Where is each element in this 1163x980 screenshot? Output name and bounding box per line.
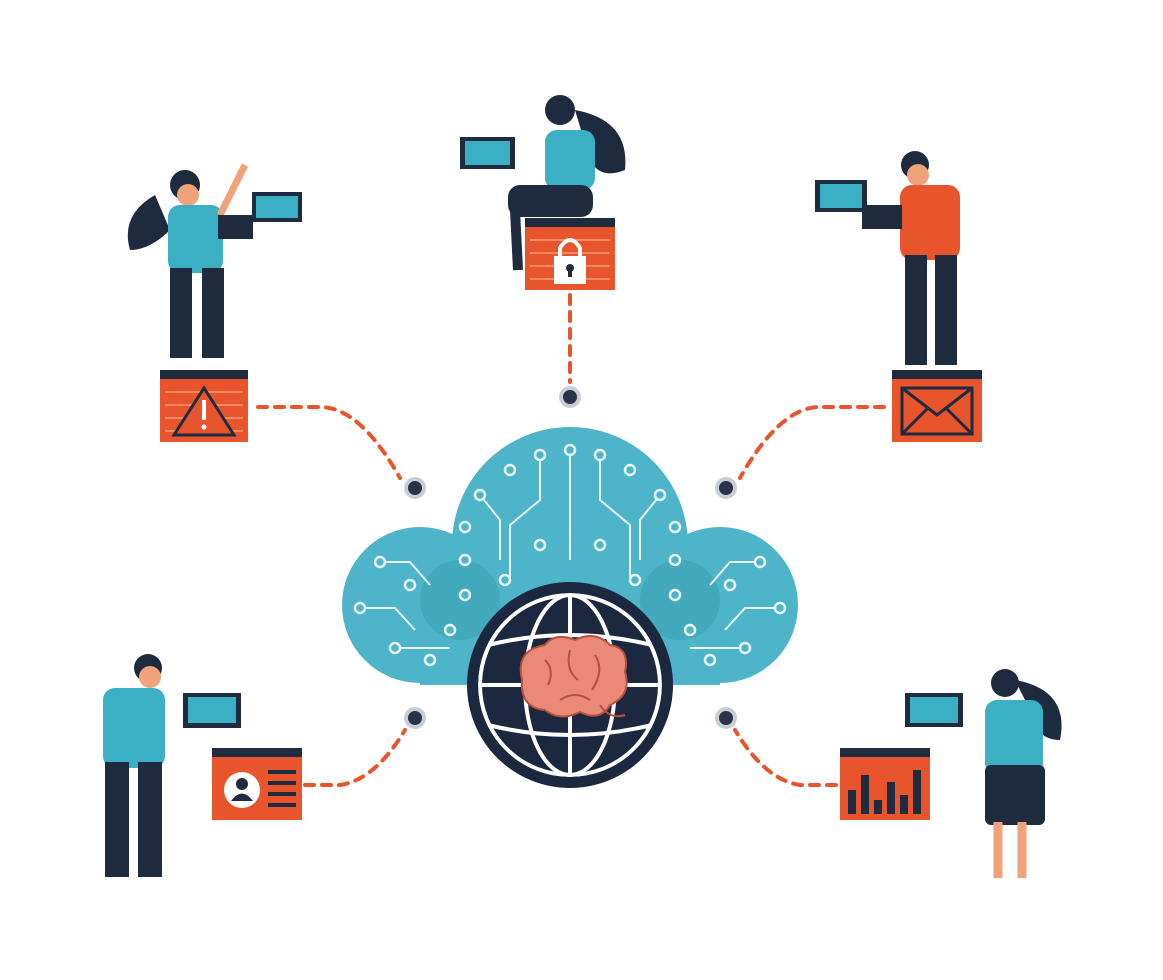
mail-window-icon bbox=[892, 370, 982, 442]
person-bottom-left bbox=[103, 654, 241, 877]
node-dot bbox=[404, 477, 426, 499]
person-top-right bbox=[815, 151, 960, 365]
node-dot bbox=[404, 707, 426, 729]
node-dot bbox=[559, 386, 581, 408]
node-dot bbox=[715, 707, 737, 729]
person-top-left bbox=[127, 163, 302, 358]
connector-dots bbox=[404, 386, 737, 729]
connector-top-right bbox=[738, 405, 886, 480]
chart-window-icon bbox=[840, 748, 930, 820]
profile-window-icon bbox=[212, 748, 302, 820]
connector-bottom-left bbox=[303, 728, 407, 787]
connector-bottom-right bbox=[733, 728, 838, 787]
circuit-traces bbox=[360, 450, 780, 649]
connector-lines bbox=[256, 293, 886, 787]
person-top-center bbox=[460, 95, 626, 271]
node-dot bbox=[715, 477, 737, 499]
lock-window-icon bbox=[525, 218, 615, 290]
warning-window-icon bbox=[160, 370, 248, 442]
brain-icon bbox=[519, 635, 628, 718]
connector-top-left bbox=[256, 405, 402, 480]
person-bottom-right bbox=[905, 669, 1062, 878]
